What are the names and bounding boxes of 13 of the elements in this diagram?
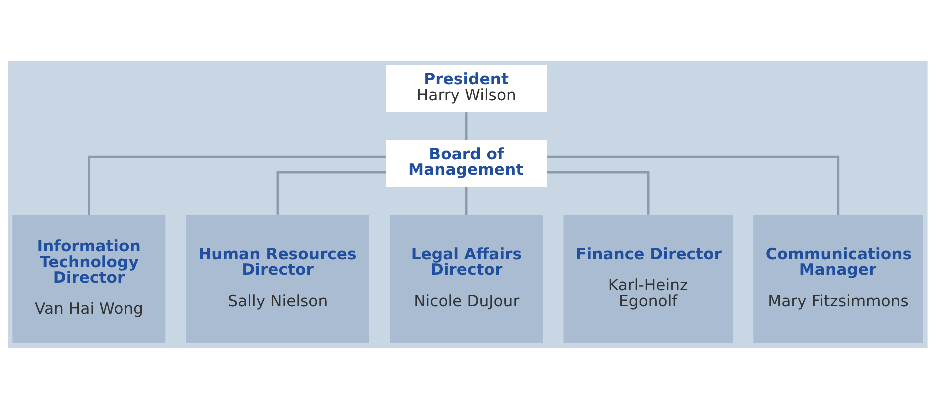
connector	[465, 112, 468, 140]
connector	[276, 171, 386, 214]
node-box: Human Resources Director Sally Nielson	[186, 214, 370, 344]
connector	[465, 186, 468, 215]
node-box: Board of Management	[386, 140, 547, 187]
connector	[88, 155, 386, 214]
node-box: Legal Affairs Director Nicole DuJour	[390, 214, 544, 344]
node-box: Information Technology Director Van Hai Wong	[12, 214, 166, 344]
node-box: President Harry Wilson	[386, 64, 547, 112]
connector	[547, 155, 840, 214]
node-box: Communications Manager Mary Fitzsimmons	[754, 214, 924, 344]
node-box: Finance Director Karl-Heinz Egonolf	[564, 214, 734, 344]
connector	[548, 171, 650, 214]
